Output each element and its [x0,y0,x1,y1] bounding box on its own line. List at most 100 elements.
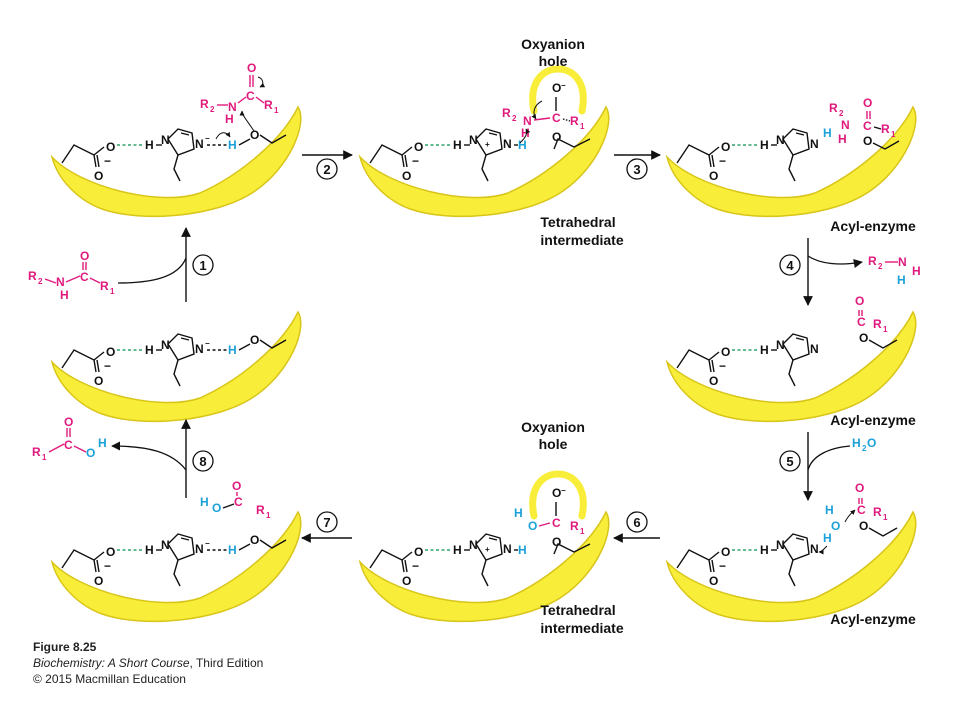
step-badge-7: 7 [316,511,338,533]
svg-text:O: O [831,519,840,533]
svg-text:1: 1 [42,453,47,462]
svg-text:1: 1 [274,106,279,115]
svg-text:C: C [552,516,561,530]
svg-text:O: O [863,134,872,148]
step-badge-2: 2 [316,158,338,180]
svg-text:H: H [823,126,832,140]
svg-text:1: 1 [110,287,115,296]
svg-text:O: O [552,486,561,500]
svg-text:R: R [264,98,273,112]
svg-text:6: 6 [633,515,640,530]
curved-arrow-step-8 [111,441,187,471]
book-edition: , Third Edition [189,656,264,670]
svg-text:8: 8 [199,454,206,469]
svg-text:C: C [863,119,872,133]
svg-text:C: C [857,315,866,329]
svg-text:2: 2 [512,114,517,123]
svg-text:1: 1 [883,325,888,334]
svg-text:O: O [552,81,561,95]
svg-text:O: O [855,481,864,495]
step-badge-3: 3 [626,158,648,180]
svg-text:N: N [810,542,819,556]
svg-text:R: R [570,519,579,533]
svg-text:R: R [502,106,511,120]
svg-text:H: H [823,531,832,545]
svg-text:H: H [521,126,530,140]
svg-text:1: 1 [883,513,888,522]
oxyanion-hole-label-bottom-l1: Oxyanion [521,419,585,435]
svg-text:C: C [234,495,243,509]
svg-text:1: 1 [266,511,271,520]
svg-text:7: 7 [323,515,330,530]
svg-text:O: O [552,535,561,549]
figure-number: Figure 8.25 [33,640,97,654]
step-badge-5: 5 [779,450,801,472]
curved-arrow-step-1 [117,257,187,284]
book-title-italic: Biochemistry: A Short Course [33,656,190,670]
book-title: Biochemistry: A Short Course, Third Edit… [33,656,263,671]
svg-text:2: 2 [862,444,867,453]
svg-text:H: H [225,112,234,126]
svg-text:R: R [256,503,265,517]
svg-text:O: O [64,415,73,429]
svg-text:C: C [857,503,866,517]
copyright: © 2015 Macmillan Education [33,672,186,686]
oxyanion-hole-label-top-l2: hole [539,53,568,69]
svg-text:H: H [912,264,921,278]
svg-text:4: 4 [786,258,794,273]
svg-text:O: O [859,331,868,345]
svg-text:H: H [98,436,107,450]
svg-text:N: N [810,342,819,356]
oxyanion-hole-arc [529,65,587,115]
svg-text:O: O [863,96,872,110]
tetrahedral-label-top-l2: intermediate [540,232,623,248]
tetrahedral-label-top-l1: Tetrahedral [540,214,615,230]
svg-text:H: H [514,506,523,520]
oxyanion-hole-label-bottom-l2: hole [539,436,568,452]
svg-text:O: O [247,61,256,75]
svg-text:R: R [829,101,838,115]
svg-text:N: N [228,100,237,114]
svg-text:1: 1 [580,122,585,131]
svg-text:H: H [838,132,847,146]
tetrahedral-label-bottom-l1: Tetrahedral [540,602,615,618]
curved-arrow-step-4 [807,255,863,268]
svg-text:R: R [100,279,109,293]
acyl-enzyme-label-2: Acyl-enzyme [830,412,916,428]
step-badge-6: 6 [626,511,648,533]
svg-text:R: R [881,122,890,136]
svg-text:R: R [873,505,882,519]
acyl-enzyme-label-1: Acyl-enzyme [830,218,916,234]
svg-text:N: N [841,118,850,132]
svg-text:N: N [810,137,819,151]
svg-text:O: O [212,501,221,515]
svg-text:R: R [200,97,209,111]
svg-text:N: N [56,275,65,289]
step-badge-1: 1 [192,254,214,276]
incoming-water: H 2 O [852,436,876,453]
step-badge-4: 4 [779,254,801,276]
svg-text:O: O [86,446,95,460]
svg-text:H: H [897,273,906,287]
svg-text:−: − [561,486,566,495]
water-molecule: H O H [818,503,840,555]
oxyanion-hole-label-top-l1: Oxyanion [521,36,585,52]
svg-text:R: R [873,317,882,331]
svg-text:2: 2 [38,277,43,286]
svg-text:1: 1 [199,258,206,273]
svg-text:R: R [28,269,37,283]
svg-text:2: 2 [878,262,883,271]
